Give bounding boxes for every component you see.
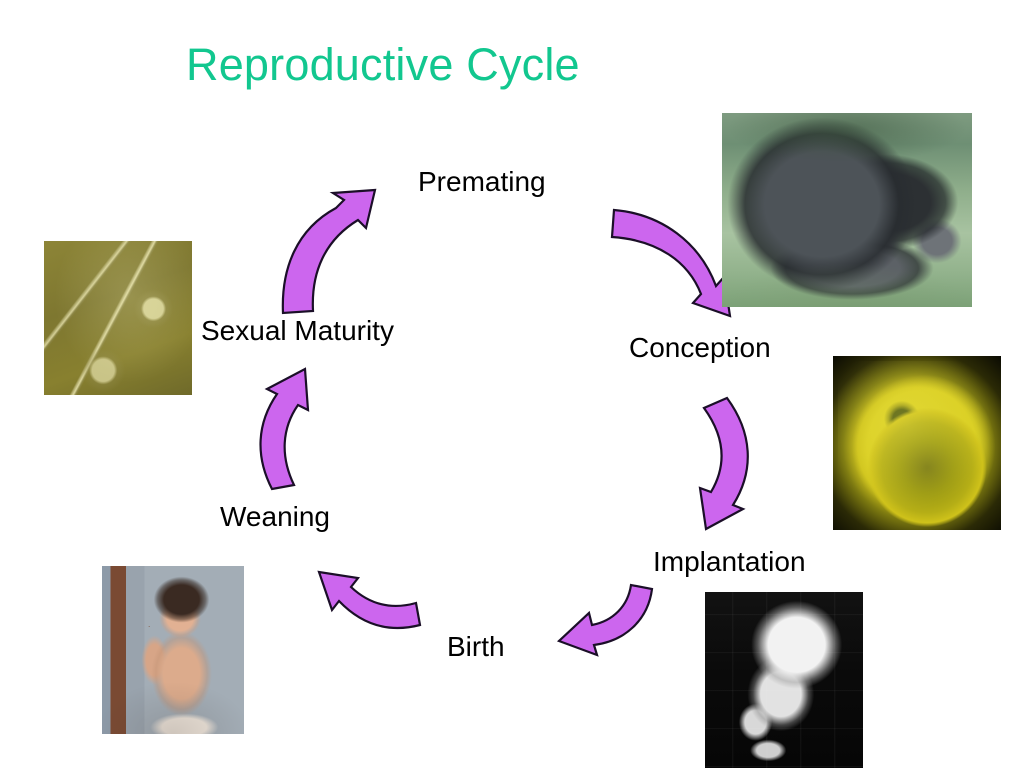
arrow-premating-to-conception [610,208,732,318]
page-title: Reproductive Cycle [186,39,580,90]
arrow-conception-to-implantation [698,396,749,531]
stage-label-weaning: Weaning [220,501,331,532]
toddler-photo-shading [102,566,244,734]
stage-label-conception: Conception [629,332,771,363]
arrow-weaning-to-maturity [259,367,310,491]
stage-label-sexual-maturity: Sexual Maturity [201,315,394,346]
fertilized-ovum-photo-content [833,356,1001,530]
sperm-cells-photo-content [44,241,192,395]
embryo-photo [705,592,863,768]
stage-label-birth: Birth [447,631,505,662]
mating-tortoises-photo-shading [722,113,972,307]
stage-label-implantation: Implantation [653,546,806,577]
mating-tortoises-photo [722,113,972,307]
sperm-cells-photo [44,241,192,395]
fertilized-ovum-photo [833,356,1001,530]
embryo-photo-shading [705,592,863,768]
stage-label-premating: Premating [418,166,546,197]
arrow-implantation-to-birth [556,583,654,657]
toddler-photo [102,566,244,734]
arrow-birth-to-weaning [317,570,422,629]
sperm-cells-photo-shading [44,241,192,395]
arrow-maturity-to-premating [281,188,377,315]
embryo-photo-content [705,592,863,768]
fertilized-ovum-photo-shading [838,361,996,525]
